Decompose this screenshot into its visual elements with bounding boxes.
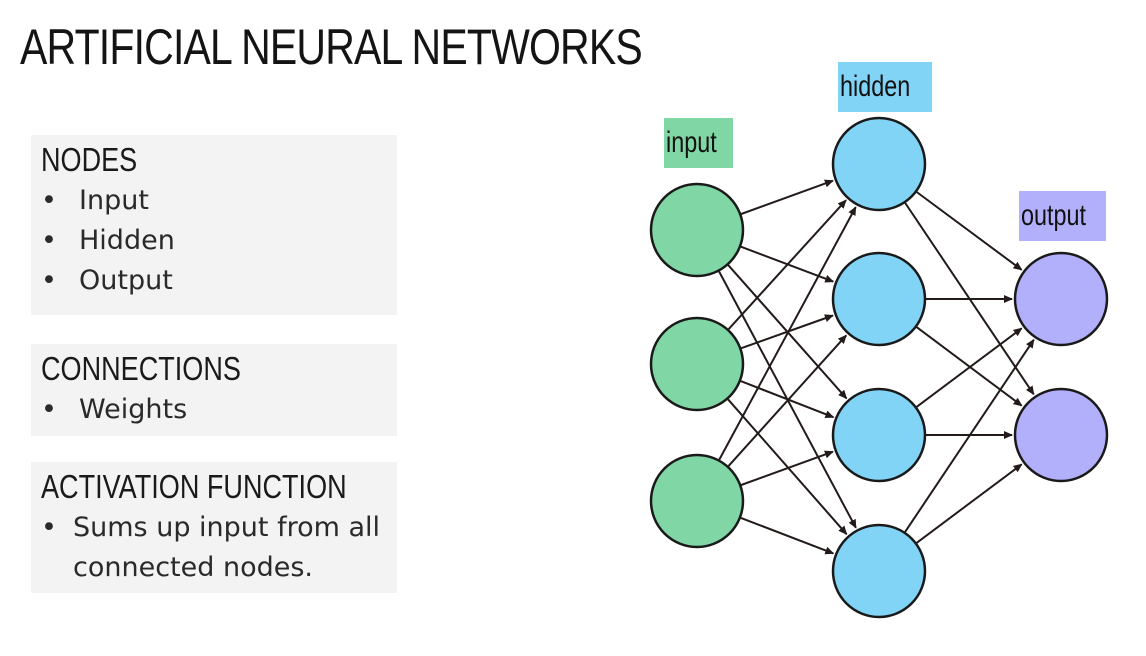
hidden-node-4 [831,523,927,619]
hidden-node-3 [831,387,927,483]
hidden-node-2 [831,251,927,347]
nodes-group [649,116,1109,619]
connection-input-2-to-hidden-3 [740,380,835,419]
connection-input-2-to-hidden-2 [740,314,834,350]
connection-input-2-to-hidden-4 [727,398,848,535]
connection-hidden-1-to-output-1 [916,191,1023,271]
layer-label-output: output [1019,191,1107,241]
slide-title: ARTIFICIAL NEURAL NETWORKS [20,19,643,75]
connections-group [718,179,1035,555]
hidden-node-1 [831,116,927,212]
activation-heading: ACTIVATION FUNCTION [41,468,347,505]
activation-list: Sums up input from all connected nodes. [41,508,387,588]
bullet-input: Input [41,181,387,221]
connections-list: Weights [41,390,387,430]
layer-label-hidden: hidden [838,62,933,112]
bullet-output: Output [41,261,387,301]
connection-input-3-to-hidden-4 [740,516,835,555]
output-node-1 [1013,251,1109,347]
connections-heading: CONNECTIONS [41,350,241,387]
connection-input-3-to-hidden-2 [727,334,847,467]
output-node-2 [1013,387,1109,483]
nodes-list: Input Hidden Output [41,181,387,301]
activation-section: ACTIVATION FUNCTION Sums up input from a… [31,462,397,593]
connection-input-3-to-hidden-3 [740,450,834,486]
bullet-hidden: Hidden [41,221,387,261]
connection-hidden-3-to-output-1 [916,327,1023,408]
input-node-1 [649,182,745,278]
connection-hidden-4-to-output-2 [916,463,1023,544]
connection-hidden-4-to-output-1 [904,338,1035,533]
nodes-heading: NODES [41,141,138,178]
connection-input-1-to-hidden-1 [740,179,834,215]
input-node-3 [649,453,745,549]
bullet-weights: Weights [41,390,387,430]
connections-section: CONNECTIONS Weights [31,344,397,436]
connection-input-2-to-hidden-1 [727,199,847,330]
connection-input-3-to-hidden-1 [718,206,857,461]
layer-label-input: input [664,118,734,168]
nodes-section: NODES Input Hidden Output [31,135,397,315]
input-node-2 [649,316,745,412]
bullet-sums-up: Sums up input from all connected nodes. [41,508,387,588]
